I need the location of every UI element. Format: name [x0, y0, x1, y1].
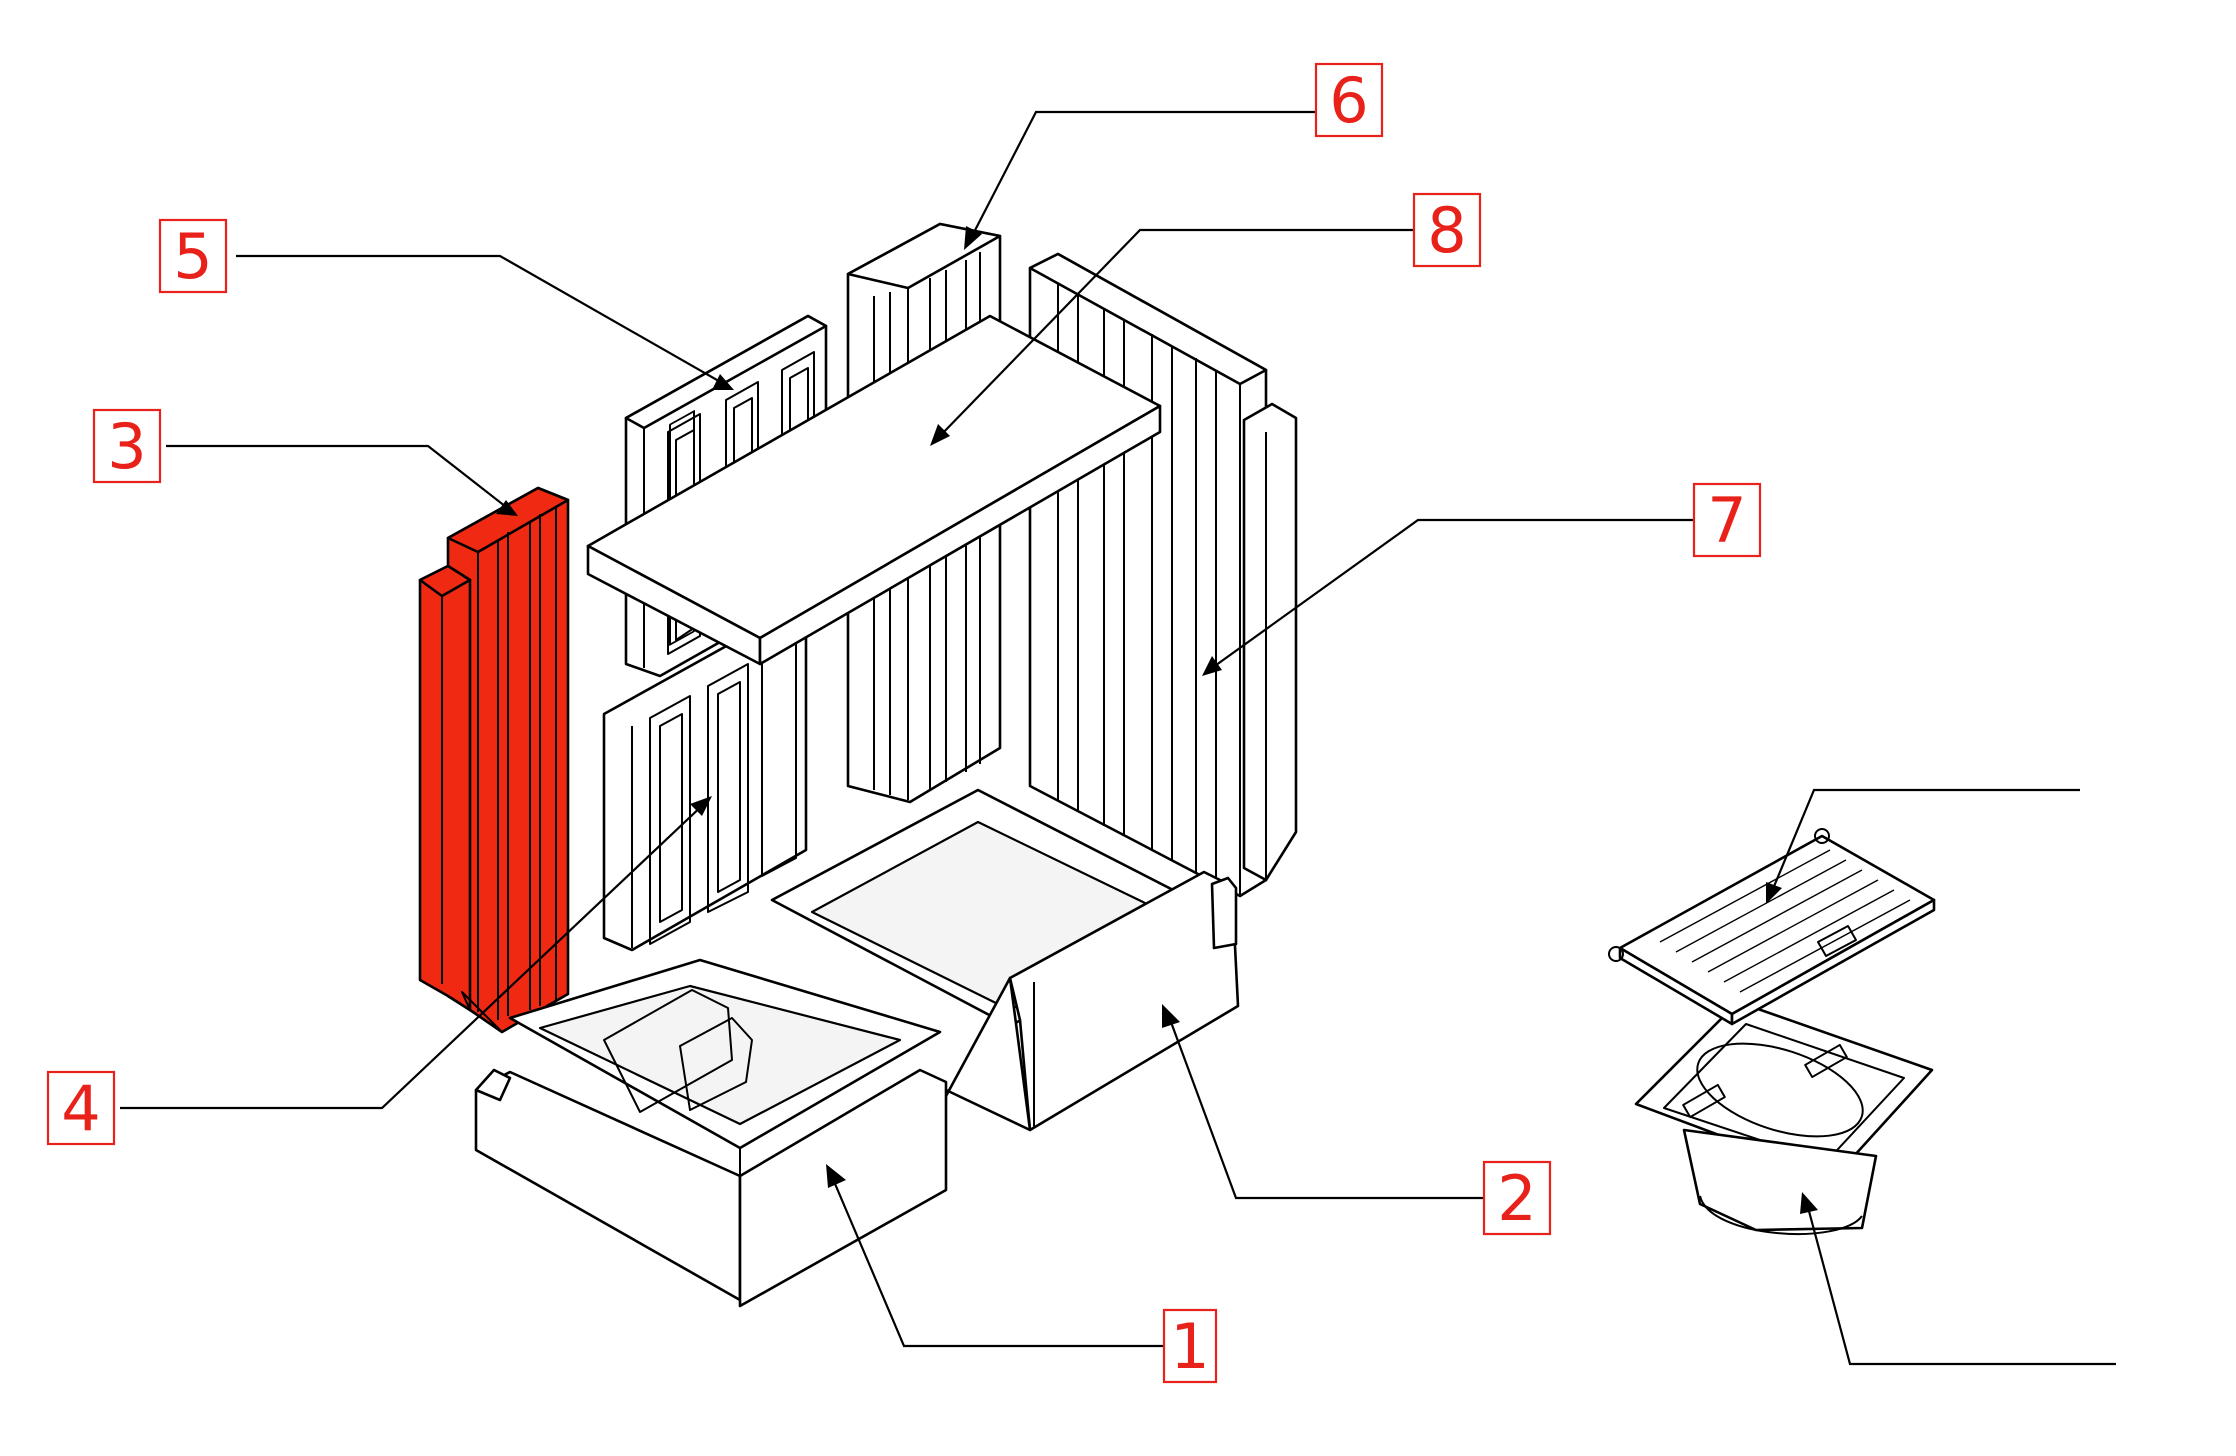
leader-3: [166, 444, 511, 511]
leader-4: [120, 801, 707, 1110]
part-3-highlighted-pillar[interactable]: [418, 486, 570, 1034]
callout-2: 2: [1482, 1160, 1552, 1236]
leader-ash-pan: [1804, 1199, 2116, 1366]
callout-8: 8: [1412, 192, 1482, 268]
part-8-top-slab[interactable]: [586, 314, 1162, 666]
callout-7-label: 7: [1707, 484, 1746, 557]
part-1-base-block[interactable]: [474, 958, 948, 1308]
leader-8: [937, 228, 1414, 439]
callout-7: 7: [1692, 482, 1762, 558]
leader-2: [1166, 1013, 1484, 1200]
leader-lines: [120, 110, 2116, 1366]
leader-grate: [1768, 788, 2080, 897]
leader-7: [1211, 518, 1694, 669]
ash-pan[interactable]: [1634, 1000, 1934, 1236]
callout-8-label: 8: [1427, 194, 1466, 267]
grate[interactable]: [1608, 828, 1936, 1026]
callout-5: 5: [158, 218, 228, 294]
callout-6-label: 6: [1329, 64, 1368, 137]
callout-1-label: 1: [1170, 1310, 1209, 1383]
callout-6: 6: [1314, 62, 1384, 138]
callout-2-label: 2: [1497, 1162, 1536, 1235]
callout-3: 3: [92, 408, 162, 484]
callout-4: 4: [46, 1070, 116, 1146]
part-7-side-panel[interactable]: [1028, 252, 1298, 898]
callout-1: 1: [1162, 1308, 1218, 1384]
part-2-base-block[interactable]: [770, 788, 1240, 1132]
leader-6: [969, 110, 1316, 241]
callout-3-label: 3: [107, 410, 146, 483]
callout-4-label: 4: [61, 1072, 100, 1145]
leader-5: [236, 254, 725, 385]
leader-1: [828, 1171, 1164, 1348]
callout-5-label: 5: [173, 220, 212, 293]
